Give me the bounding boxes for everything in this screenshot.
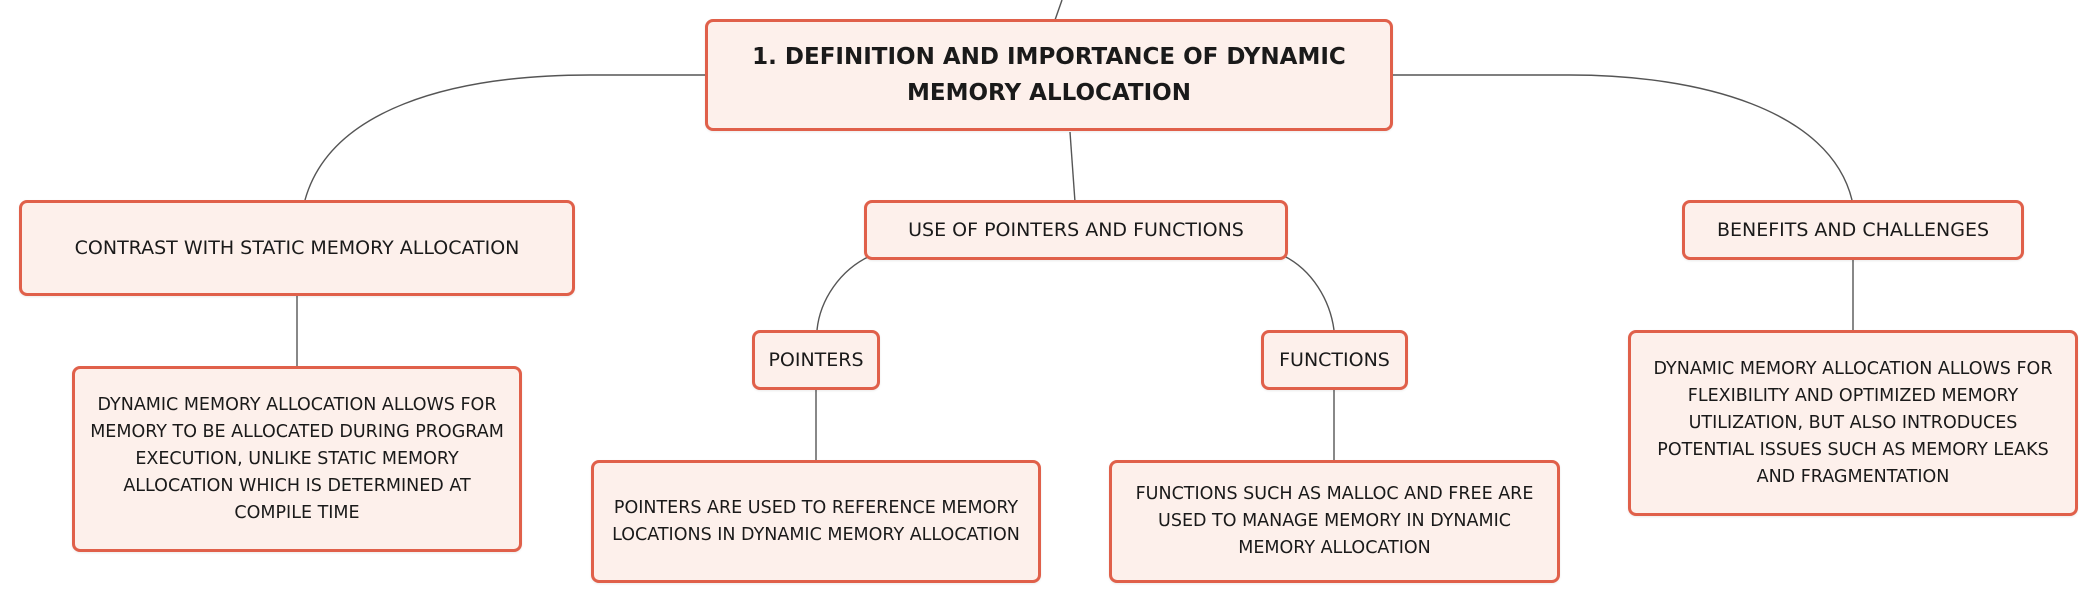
pointers-functions-topic-node[interactable]: Use of Pointers and Functions [864,200,1288,260]
connector-parent-root [1054,0,1063,21]
connector-root-contrast [304,74,705,201]
functions-detail-node[interactable]: Functions such as malloc and free are us… [1109,460,1560,583]
pointers-detail-text: Pointers are used to reference memory lo… [612,497,1020,545]
pointers-topic-label: Pointers [768,349,864,371]
functions-topic-node[interactable]: Functions [1261,330,1408,390]
benefits-topic-label: Benefits and Challenges [1716,219,1990,241]
root-topic-label: 1. Definition and Importance of Dynamic … [752,44,1346,106]
benefits-topic-node[interactable]: Benefits and Challenges [1682,200,2024,260]
root-topic-node[interactable]: 1. Definition and Importance of Dynamic … [705,19,1393,131]
connector-pf-pointers [816,255,871,331]
benefits-detail-node[interactable]: Dynamic memory allocation allows for fle… [1628,330,2078,516]
functions-detail-text: Functions such as malloc and free are us… [1135,484,1534,558]
benefits-detail-text: Dynamic memory allocation allows for fle… [1653,358,2053,487]
contrast-topic-label: Contrast with Static Memory Allocation [74,237,520,259]
contrast-detail-text: Dynamic memory allocation allows for mem… [90,394,504,523]
contrast-topic-node[interactable]: Contrast with Static Memory Allocation [19,200,575,296]
connector-pf-functions [1283,255,1335,331]
connector-root-benefits [1392,74,1853,201]
functions-topic-label: Functions [1279,349,1390,371]
pointers-topic-node[interactable]: Pointers [752,330,880,390]
contrast-detail-node[interactable]: Dynamic memory allocation allows for mem… [72,366,522,552]
pointers-detail-node[interactable]: Pointers are used to reference memory lo… [591,460,1041,583]
pointers-functions-topic-label: Use of Pointers and Functions [908,219,1244,241]
connector-root-pointers-functions [1069,131,1076,203]
